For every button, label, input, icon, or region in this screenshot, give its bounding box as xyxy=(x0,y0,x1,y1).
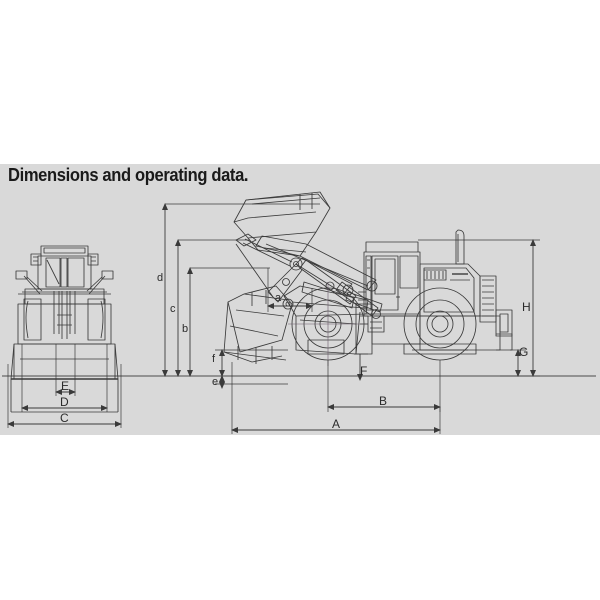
dim-label-d: d xyxy=(157,272,164,284)
side-cab-rear-window xyxy=(399,255,419,289)
link-pin-a xyxy=(282,278,290,286)
lowered-tilt-rod xyxy=(345,291,383,313)
bellcrank-pivot xyxy=(289,257,303,271)
front-chassis-upper xyxy=(24,288,105,305)
front-tyre-right-inner xyxy=(100,300,104,339)
front-roof-strip xyxy=(43,247,86,254)
hood-grille-panel xyxy=(423,269,447,281)
front-tyre-right xyxy=(87,298,106,341)
side-cab-door xyxy=(371,255,399,311)
front-axle-housing xyxy=(307,339,345,355)
side-cab-step xyxy=(367,316,385,333)
rear-underframe xyxy=(403,343,477,355)
upper-tilt-rod xyxy=(242,242,291,267)
lift-boom-upper-line xyxy=(265,243,369,287)
front-frame xyxy=(295,311,361,355)
dim-label-c: c xyxy=(170,303,176,315)
front-bucket-upper xyxy=(17,303,112,345)
side-grab-rail xyxy=(358,291,366,301)
dim-label-e: e xyxy=(212,376,219,388)
counterweight-inner xyxy=(499,313,509,333)
tilt-cyl-joint xyxy=(325,281,335,291)
raised-bucket-inner-line xyxy=(251,197,321,205)
lowered-bucket-ribs xyxy=(251,290,267,306)
dim-label-F: F xyxy=(360,364,368,378)
front-bracket-left-slots xyxy=(33,256,38,262)
lowered-tilt-cylinder xyxy=(301,281,355,309)
side-cab-window xyxy=(374,258,396,295)
dim-label-E: E xyxy=(61,379,70,393)
hood-grille-bars xyxy=(426,271,444,279)
page-title: Dimensions and operating data. xyxy=(8,165,249,185)
rear-grille xyxy=(479,275,497,323)
front-mirror-arm-right-2 xyxy=(88,275,106,295)
front-bucket-skirt-sides xyxy=(10,379,119,412)
rear-wheel-hub xyxy=(426,310,454,338)
side-cab-roof xyxy=(365,241,419,252)
lift-boom-upper xyxy=(255,235,377,291)
dim-label-B: B xyxy=(379,394,388,408)
front-mirror-right xyxy=(101,270,114,280)
front-bucket-sides xyxy=(10,343,119,380)
rear-wheel-tyre xyxy=(403,287,477,361)
engine-hood-inner xyxy=(423,267,475,313)
upper-tilt-rod-2 xyxy=(244,238,293,263)
rear-grille-slats xyxy=(482,279,494,317)
mid-chassis xyxy=(371,315,421,345)
dimension-lines-group xyxy=(7,203,540,434)
front-tyre-left-inner xyxy=(25,300,29,339)
raised-bucket-ribs xyxy=(299,193,313,210)
lowered-bucket-bottom xyxy=(223,351,287,361)
side-cab-pillar-detail xyxy=(367,259,370,269)
raised-bucket-back xyxy=(247,231,317,257)
tilt-cylinder-upper xyxy=(299,259,357,305)
front-view-group xyxy=(10,245,119,413)
raised-bucket-back-line xyxy=(263,247,307,253)
front-cab-wiper xyxy=(46,259,60,285)
exhaust-stack xyxy=(455,229,465,265)
front-bracket-left xyxy=(30,253,42,266)
front-bracket-right xyxy=(87,253,99,266)
rear-wheel-cap xyxy=(431,315,449,333)
articulation-joint xyxy=(355,303,373,355)
rear-chassis xyxy=(419,315,501,351)
front-lift-arms xyxy=(53,291,76,334)
dim-label-C: C xyxy=(60,411,69,425)
dim-label-H: H xyxy=(522,300,531,314)
raised-bucket-lower-edge xyxy=(233,211,317,223)
dim-label-G: G xyxy=(519,345,529,359)
side-view-group xyxy=(223,191,513,366)
lowered-bucket-edge-2 xyxy=(235,309,285,317)
dim-label-D: D xyxy=(60,395,69,409)
front-tyre-left xyxy=(23,298,42,341)
dim-label-f: f xyxy=(212,353,216,365)
front-cab-pillar xyxy=(60,257,68,288)
front-cab-window-left xyxy=(45,257,61,288)
rear-bumper xyxy=(496,333,513,351)
front-bucket-body xyxy=(13,343,116,380)
lowered-bucket-edge-3 xyxy=(229,325,279,337)
bellcrank-pivot-hole xyxy=(293,261,299,267)
bellcrank-tie xyxy=(235,243,274,298)
front-bracket-right-slots xyxy=(91,256,96,262)
rear-wheel-rim xyxy=(415,299,465,349)
front-mirror-arm-left-2 xyxy=(23,275,41,295)
dimensions-diagram: d c b a f e F G H B A E D C xyxy=(0,164,600,435)
front-cab-roof xyxy=(40,245,89,256)
raised-bucket-top-edge xyxy=(245,193,331,209)
front-cab-window-right xyxy=(67,257,85,288)
dim-label-A: A xyxy=(332,417,341,431)
dim-label-a: a xyxy=(275,292,282,304)
upper-link-pad xyxy=(235,233,257,247)
dim-label-b: b xyxy=(182,323,189,335)
loader-line-drawing-svg xyxy=(2,191,596,434)
